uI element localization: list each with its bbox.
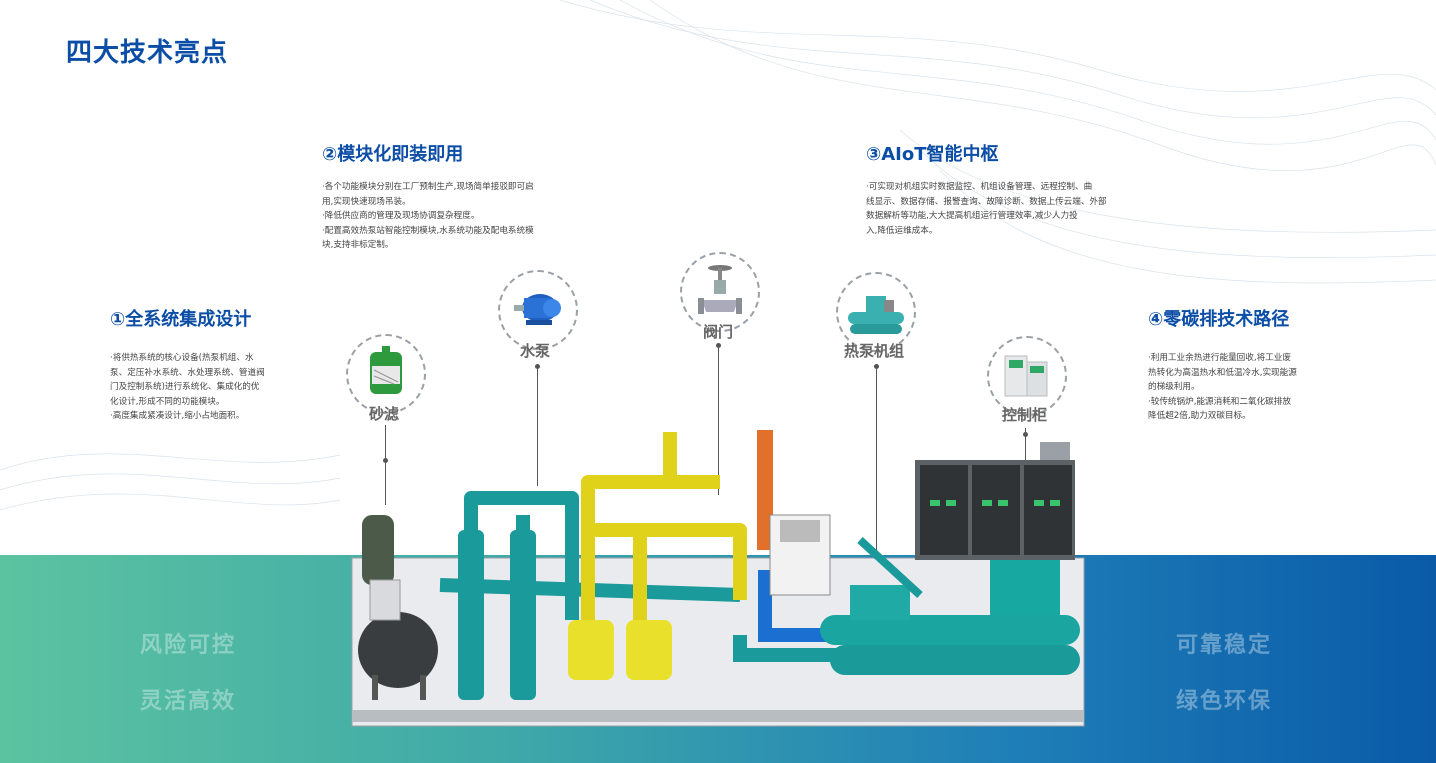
sand-filter-callout <box>346 334 426 414</box>
valve-leader <box>718 345 719 495</box>
valve-icon <box>698 265 742 314</box>
valve-callout <box>680 252 760 332</box>
valve-label: 阀门 <box>703 323 734 341</box>
heat-pump-station-illustration <box>351 430 1085 727</box>
slogan-risk-controllable: 风险可控 <box>140 633 237 658</box>
control-cabinet-dot <box>1023 432 1028 437</box>
heat-pump-unit-icon <box>848 296 904 334</box>
water-pump-icon <box>514 294 561 325</box>
water-pump-callout <box>498 270 578 350</box>
control-cabinet-callout <box>987 336 1067 416</box>
sand-filter-leader <box>385 425 386 505</box>
highlight-3-description: ·可实现对机组实时数据监控、机组设备管理、远程控制、曲线显示、数据存储、报警查询… <box>866 182 1107 236</box>
highlight-2-title: ②模块化即装即用 <box>322 144 464 165</box>
control-cabinet-label: 控制柜 <box>1002 406 1048 424</box>
sand-filter-label: 砂滤 <box>369 405 400 423</box>
control-cabinet-icon <box>1004 355 1048 397</box>
water-pump-dot <box>535 364 540 369</box>
sand-filter-icon <box>370 346 402 394</box>
control-cabinet-leader <box>1025 428 1026 468</box>
page-title: 四大技术亮点 <box>66 38 229 68</box>
heat-pump-unit-callout <box>836 272 916 352</box>
heat-pump-unit-leader <box>876 366 877 566</box>
highlight-4-description: ·利用工业余热进行能量回收,将工业废热转化为高温热水和低温冷水,实现能源的梯级利… <box>1148 353 1297 421</box>
slogan-reliable-stable: 可靠稳定 <box>1176 633 1273 658</box>
highlight-4-title: ④零碳排技术路径 <box>1148 309 1290 330</box>
highlight-2-description: ·各个功能模块分别在工厂预制生产,现场简单接驳即可启用,实现快速现场吊装。·降低… <box>322 182 534 250</box>
highlight-1-description: ·将供热系统的核心设备(热泵机组、水泵、定压补水系统、水处理系统、管道阀门及控制… <box>110 353 265 421</box>
background-wave-pattern <box>0 0 1436 511</box>
highlight-3-title: ③AIoT智能中枢 <box>866 144 999 165</box>
heat-pump-unit-dot <box>874 364 879 369</box>
heat-pump-unit-label: 热泵机组 <box>844 342 905 360</box>
water-pump-label: 水泵 <box>520 342 551 360</box>
water-pump-leader <box>537 366 538 486</box>
slogan-flexible-efficient: 灵活高效 <box>140 689 237 714</box>
valve-dot <box>716 343 721 348</box>
highlight-1-title: ①全系统集成设计 <box>110 309 252 330</box>
slogan-green-eco: 绿色环保 <box>1176 689 1273 714</box>
sand-filter-dot <box>383 458 388 463</box>
